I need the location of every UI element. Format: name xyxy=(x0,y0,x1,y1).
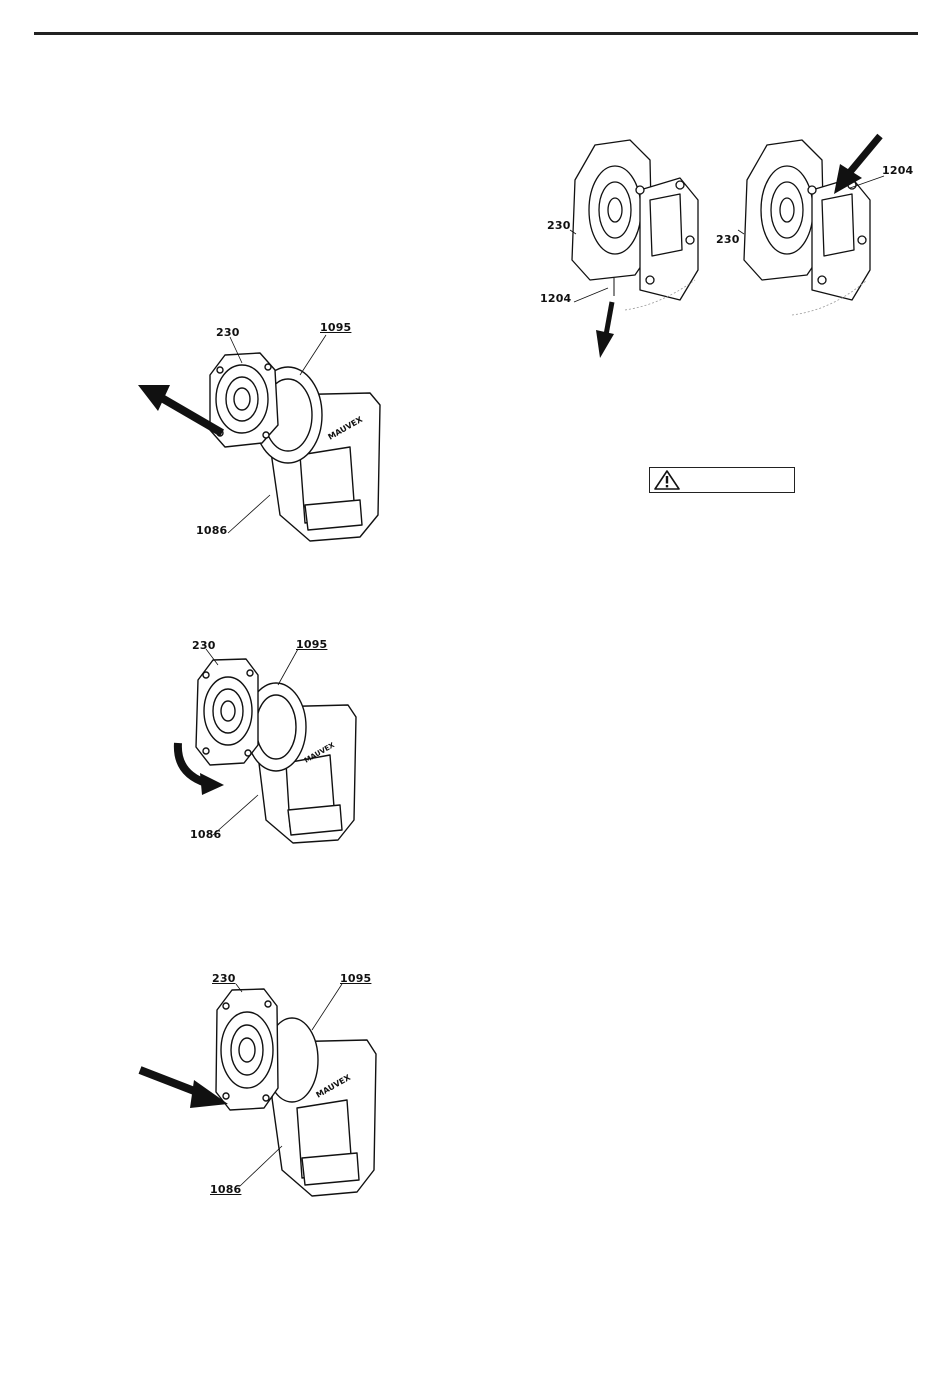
gearbox-drawing: MAUVEX xyxy=(132,970,382,1205)
callout-1086: 1086 xyxy=(210,1183,241,1196)
callout-1086: 1086 xyxy=(190,828,221,841)
warning-triangle-icon xyxy=(654,470,680,494)
callout-230: 230 xyxy=(212,972,236,985)
housing-drawing xyxy=(712,130,922,330)
callout-1095: 1095 xyxy=(320,321,351,334)
callout-230: 230 xyxy=(216,326,240,339)
header-rule xyxy=(34,32,918,35)
housing-drawing xyxy=(530,130,710,365)
figure-pin-removal: 230 1204 xyxy=(530,130,710,365)
gearbox-drawing: MAUVEX xyxy=(158,635,368,850)
figure-housing-removal: MAUVEX 230 1095 1086 xyxy=(130,315,400,550)
callout-230: 230 xyxy=(716,233,740,246)
figure-pin-insert: 1204 230 xyxy=(712,130,922,330)
callout-1086: 1086 xyxy=(196,524,227,537)
figure-housing-rotation: MAUVEX 230 1095 1086 xyxy=(158,635,368,850)
callout-1204: 1204 xyxy=(882,164,913,177)
callout-230: 230 xyxy=(547,219,571,232)
callout-1095: 1095 xyxy=(340,972,371,985)
callout-230: 230 xyxy=(192,639,216,652)
callout-1204: 1204 xyxy=(540,292,571,305)
callout-1095: 1095 xyxy=(296,638,327,651)
gearbox-drawing: MAUVEX xyxy=(130,315,400,550)
figure-housing-insert: MAUVEX 230 1095 1086 xyxy=(132,970,382,1205)
warning-box xyxy=(649,467,795,493)
